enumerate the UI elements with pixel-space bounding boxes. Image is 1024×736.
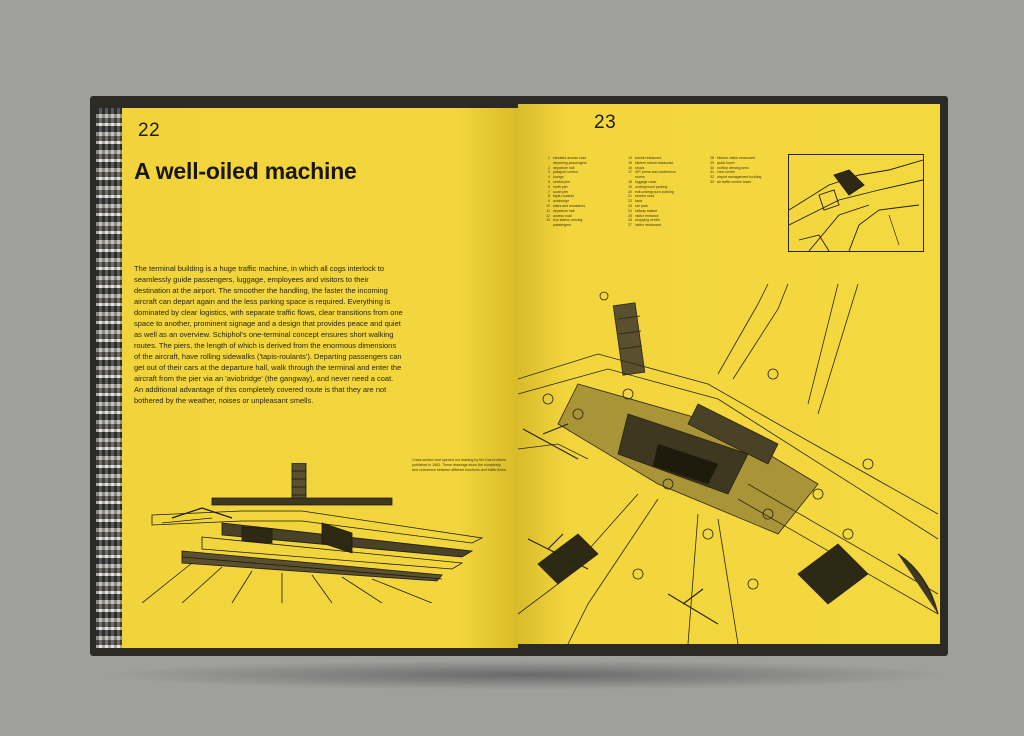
page-title: A well-oiled machine [134,158,357,184]
legend-item: passengers [553,223,572,228]
book-shadow [96,660,956,690]
body-text: The terminal building is a huge traffic … [134,264,403,405]
cross-section-drawing [142,463,484,603]
left-page: 22 A well-oiled machine The terminal bui… [122,108,518,648]
page-number-right: 23 [594,112,617,133]
page-number-left: 22 [138,120,161,141]
terminal-cutaway-drawing [518,284,939,644]
legend-item: departing passengers [553,160,587,165]
location-inset-map [788,154,924,252]
figure-caption: Cross section and opened out drawing by … [412,458,507,472]
aerial-photo-strip [96,108,122,648]
legend-item: rooms [635,175,645,180]
